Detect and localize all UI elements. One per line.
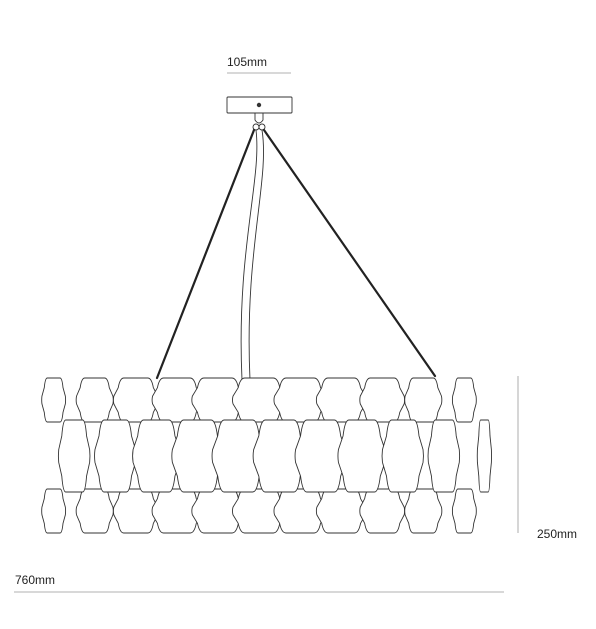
wire-right: [262, 128, 437, 378]
lower-row-tile: [315, 488, 367, 534]
suspension-wires: [155, 128, 437, 380]
middle-row-tile: [476, 419, 492, 493]
diameter-dimension: 760mm: [14, 573, 504, 593]
hexagon-shade: [41, 377, 492, 534]
lower-row-tile: [151, 488, 203, 534]
canopy-width-label: 105mm: [227, 55, 267, 69]
upper-row-tile: [451, 377, 477, 423]
height-label: 250mm: [537, 527, 577, 541]
ceiling-canopy: [226, 96, 293, 131]
middle-row-tile: [337, 419, 386, 493]
height-dimension: 250mm: [517, 376, 577, 541]
middle-row-tile: [294, 419, 347, 493]
upper-row-tile: [404, 377, 443, 423]
upper-row-tile: [75, 377, 114, 423]
canopy-connector: [254, 112, 264, 124]
cable-line-b: [248, 129, 264, 381]
lower-row-tile: [41, 488, 67, 534]
upper-row-tile: [315, 377, 367, 423]
upper-row-tile: [359, 377, 406, 423]
lower-row-tile: [451, 488, 477, 534]
middle-row-tile: [94, 419, 137, 493]
upper-row-tile: [112, 377, 159, 423]
power-cable: [240, 129, 264, 381]
wire-left: [155, 128, 256, 380]
canopy-screw: [256, 102, 262, 108]
middle-row-tile: [381, 419, 424, 493]
middle-row-tile: [132, 419, 181, 493]
canopy-dimension: 105mm: [227, 55, 291, 74]
diameter-label: 760mm: [15, 573, 55, 587]
cable-line-a: [240, 129, 258, 381]
upper-row-tile: [41, 377, 67, 423]
lower-row-tile: [404, 488, 443, 534]
lower-row-tile: [359, 488, 406, 534]
lower-row-tile: [273, 488, 327, 534]
lower-row-tile: [75, 488, 114, 534]
middle-row-tile: [427, 419, 461, 493]
lower-row-tile: [112, 488, 159, 534]
middle-row-tile: [57, 419, 91, 493]
